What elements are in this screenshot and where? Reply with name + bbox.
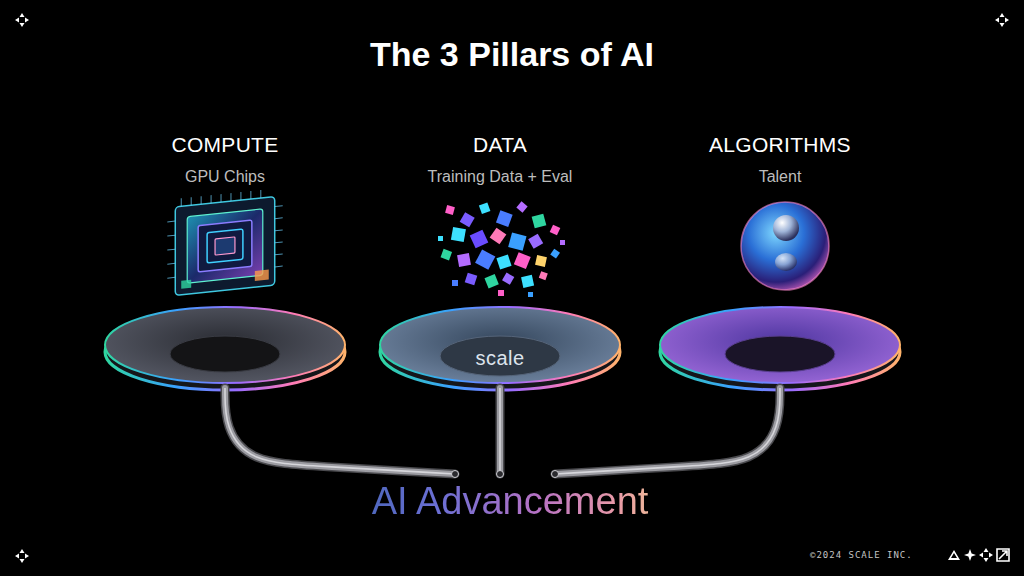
logo-icons [948, 548, 1009, 562]
diagram-title: The 3 Pillars of AI [0, 34, 1024, 75]
pipe-body [225, 388, 455, 474]
pipe-connector [552, 388, 781, 478]
pillar-subtitle: Training Data + Eval [370, 167, 630, 186]
data-cubes [438, 201, 565, 297]
pillar-heading: DATA [370, 132, 630, 157]
pillar-heading: COMPUTE [95, 132, 355, 157]
pillar: ALGORITHMS Talent [650, 125, 910, 388]
outcome-text: AI Advancement [330, 478, 690, 524]
pipe-end [452, 471, 459, 478]
gpu-chip [167, 188, 282, 297]
pipe-body [496, 388, 505, 474]
disc-logo-text: scale [370, 346, 630, 370]
pipe-connector [225, 388, 459, 478]
pillar-subtitle: GPU Chips [95, 167, 355, 186]
pipe-highlight [225, 388, 455, 474]
pillar-subtitle: Talent [650, 167, 910, 186]
talent-sphere [741, 202, 829, 290]
pillar-heading: ALGORITHMS [650, 132, 910, 157]
pipe-connector [497, 388, 504, 478]
outcome-node: AI Advancement [330, 474, 690, 528]
corner-mark [15, 13, 1009, 563]
pillar-disc [105, 307, 345, 390]
pipe-end [552, 471, 559, 478]
pillar: DATA Training Data + Eval scale [370, 125, 630, 388]
pipe-body [555, 388, 780, 474]
pipe-highlight [499, 388, 501, 474]
pipe-highlight [555, 388, 780, 474]
pillar-disc [660, 307, 900, 390]
pipe-body [225, 388, 455, 474]
pillar: COMPUTE GPU Chips [95, 125, 355, 388]
pipe-body [555, 388, 780, 474]
pipe-end [497, 471, 504, 478]
footer-note: ©2024 SCALE INC. [810, 549, 913, 561]
pipe-body [497, 388, 503, 474]
